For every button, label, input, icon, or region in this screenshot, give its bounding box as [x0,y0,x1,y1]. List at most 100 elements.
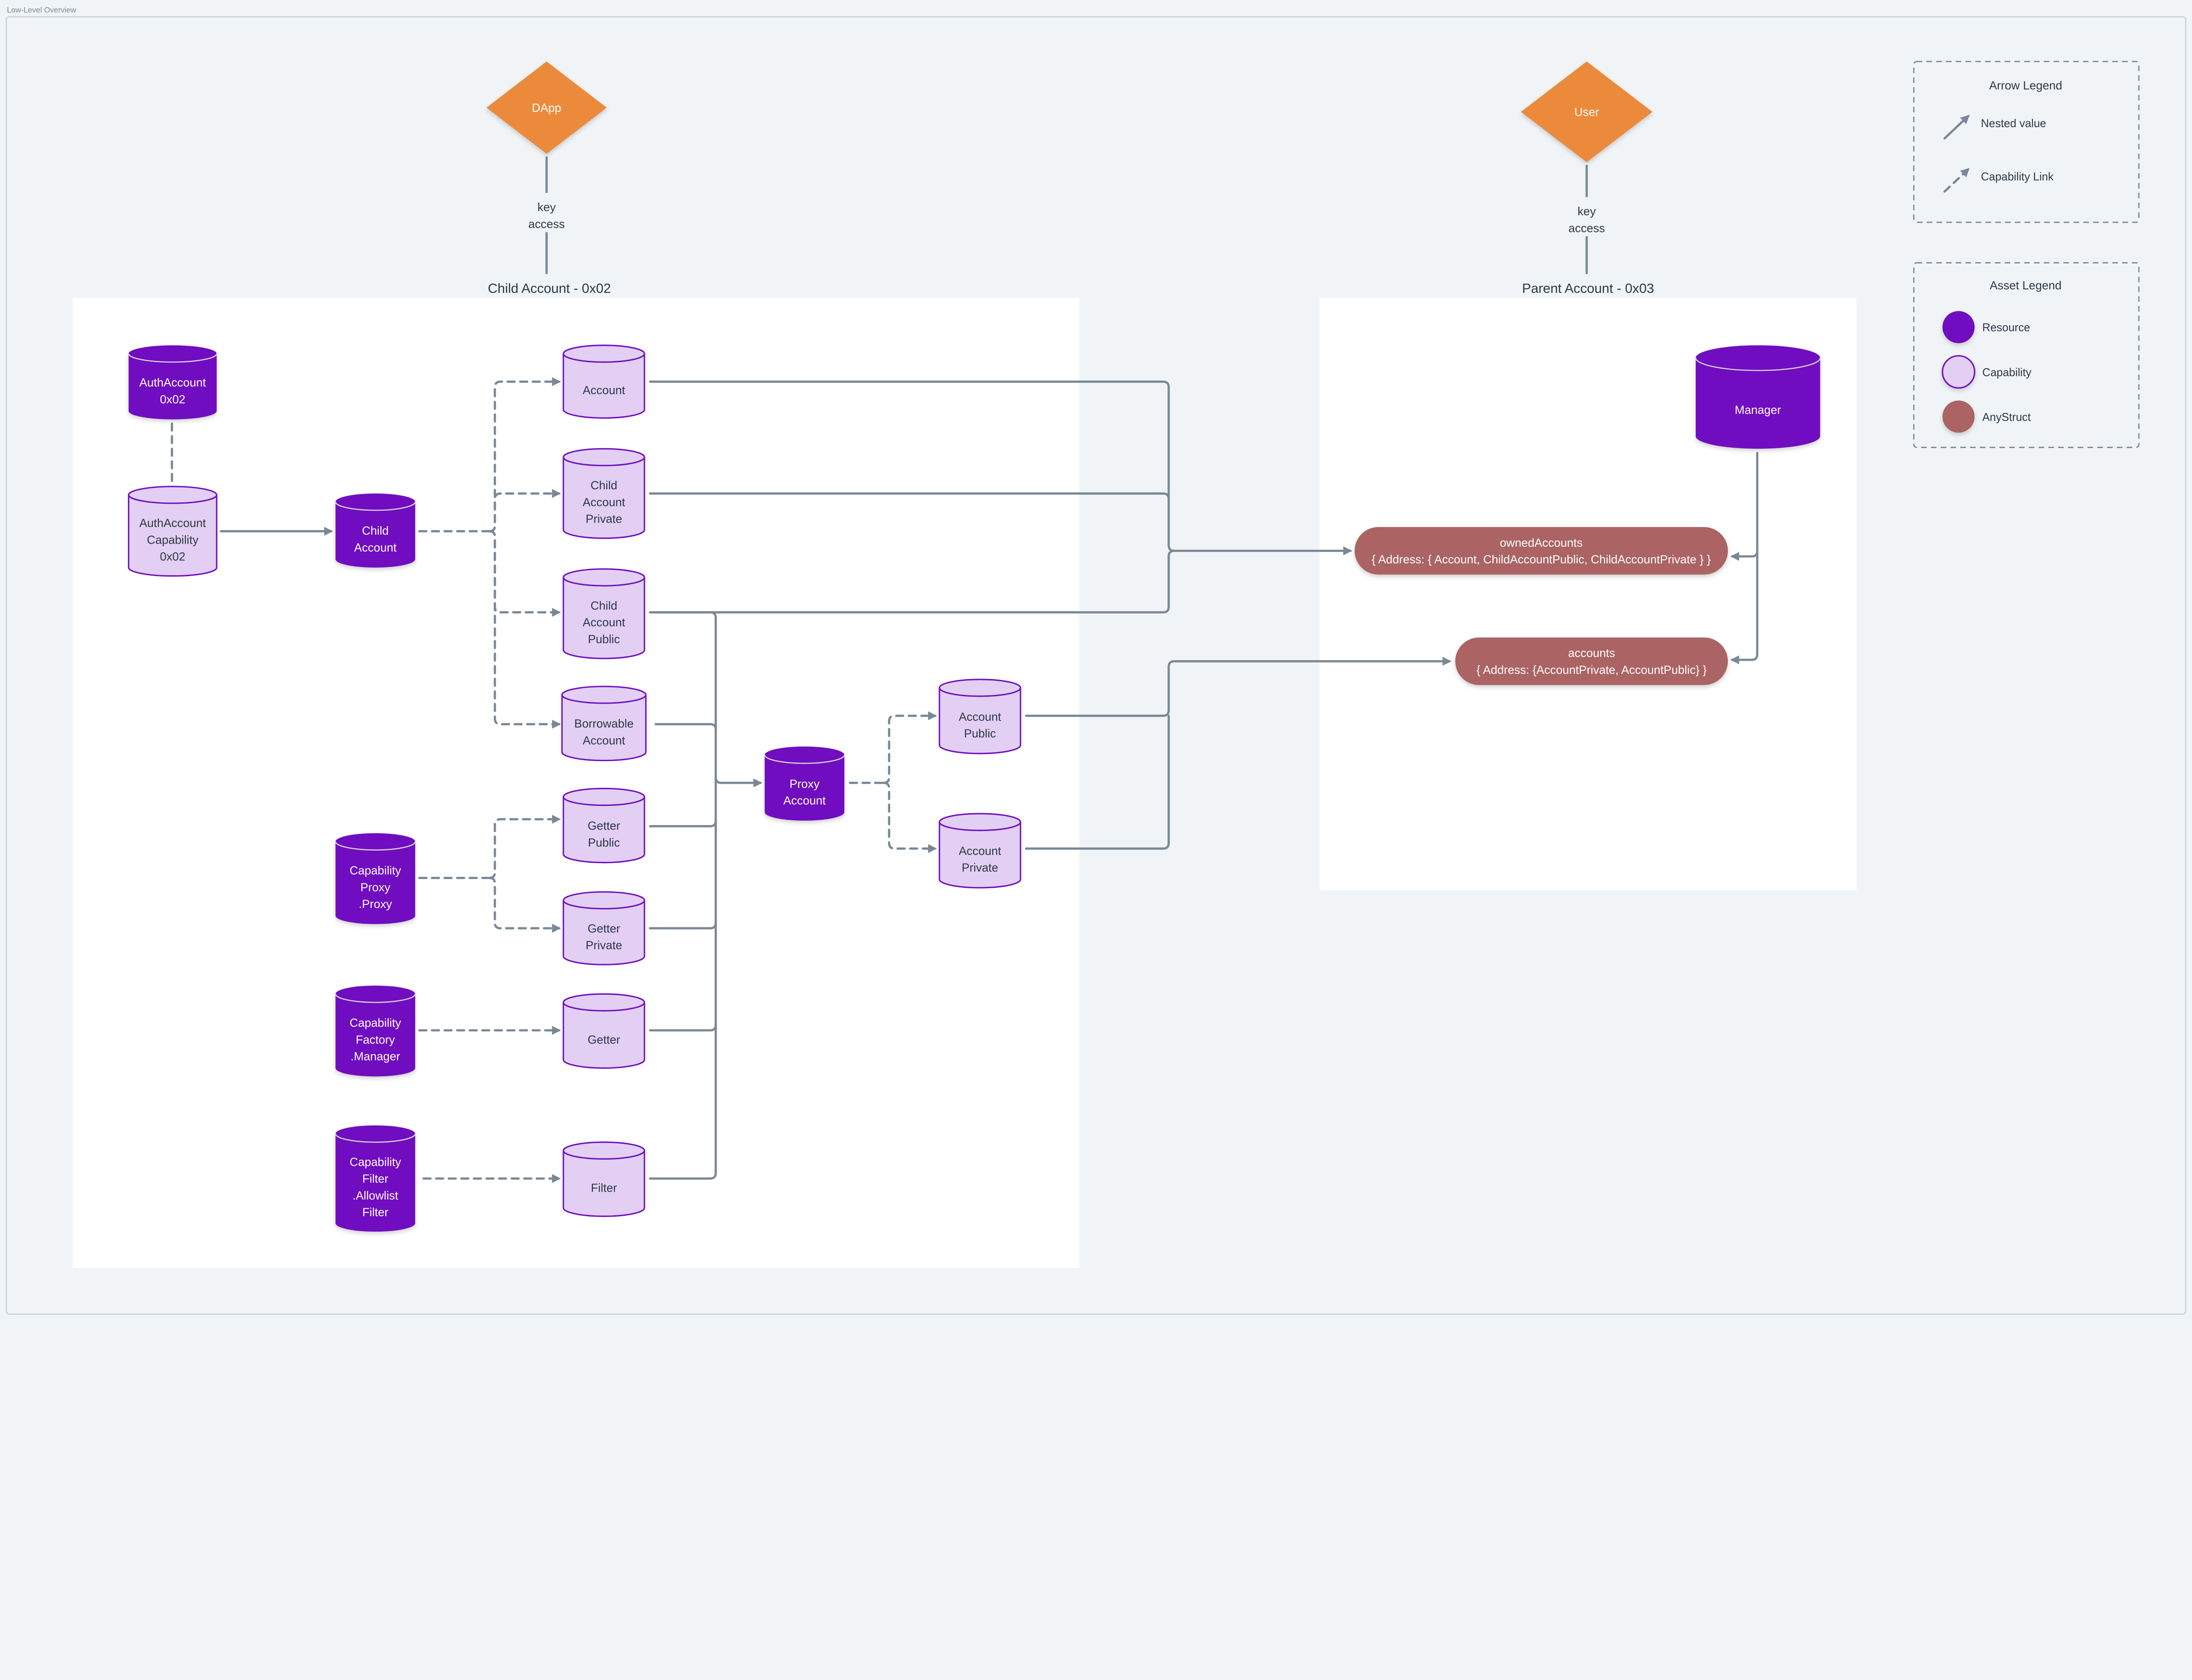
resource-cylinder [1695,345,1820,449]
node-label: Account [959,844,1001,858]
legend-title: Asset Legend [1990,279,2062,292]
capability-cylinder [128,486,217,577]
nested-value-link [654,723,717,731]
legend-label: AnyStruct [1982,411,2031,424]
node-label: Filter [362,1172,388,1185]
legend-swatch-resource [1942,311,1975,343]
node-filter[interactable]: Filter [562,1141,645,1217]
cylinder-rim [562,577,645,587]
node-label: Account [583,734,625,747]
nested-value-link [649,549,1176,614]
node-label: Account [583,495,625,509]
nested-value-link [649,1023,717,1032]
capability-cylinder [562,345,645,419]
struct-accounts[interactable]: accounts { Address: {AccountPrivate, Acco… [1455,637,1728,685]
capability-cylinder [939,813,1021,889]
page-title: Low-Level Overview [7,6,76,14]
capability-link [882,782,937,853]
legend-title: Arrow Legend [1989,79,2062,92]
node-label: Filter [591,1181,617,1194]
legend-label: Capability [1982,367,2032,379]
node-childprivate[interactable]: ChildAccountPrivate [562,448,645,539]
legend-swatch-anystruct [1942,400,1975,433]
struct-name: accounts [1568,647,1615,660]
node-label: Public [588,836,620,849]
node-label: 0x02 [160,550,185,563]
nested-value-arrow [1025,657,1452,717]
node-childpublic[interactable]: ChildAccountPublic [562,568,645,659]
node-label: Getter [587,819,620,833]
actor-user[interactable]: User [1521,61,1653,162]
actor-label: DApp [532,101,561,114]
node-label: Manager [1735,403,1781,416]
node-accountpublic[interactable]: AccountPublic [939,679,1021,755]
cylinder-rim [562,1002,645,1012]
node-label: Private [586,939,622,952]
struct-type: { Address: { Account, ChildAccountPublic… [1372,553,1711,566]
container-child-account [72,298,1079,1268]
legend-box [1913,61,2140,223]
nested-value-arrow [1730,452,1758,665]
node-label: Capability [349,1155,401,1168]
nested-value-link [649,922,717,929]
capability-cylinder [562,787,645,864]
node-label: .Allowlist [352,1189,399,1202]
node-getter[interactable]: Getter [562,993,645,1069]
node-manager[interactable]: Manager [1695,345,1821,449]
cylinder-rim [128,353,217,363]
node-label: 0x02 [160,393,185,406]
node-accountprivate[interactable]: AccountPrivate [939,813,1021,889]
nested-value-link [1025,715,1170,850]
nested-value-link [649,611,717,1180]
cylinder-rim [335,502,416,511]
nested-value-arrow [715,776,762,787]
capability-cylinder [939,679,1021,755]
node-childaccount[interactable]: ChildAccount [335,493,416,568]
node-label: Getter [587,1033,620,1046]
legend-label: Resource [1982,322,2030,334]
struct-type: { Address: {AccountPrivate, AccountPubli… [1477,663,1707,676]
node-label: Public [964,727,996,740]
link-label: key [1577,205,1596,218]
node-label: Proxy [790,777,820,790]
node-label: Capability [349,1016,401,1029]
node-label: Filter [362,1206,388,1219]
cylinder-rim [939,687,1021,697]
cylinder-rim [335,994,416,1003]
node-label: Child [591,479,617,492]
node-label: Account [783,794,826,807]
anystruct-pill [1354,527,1728,575]
nested-value-link [649,819,717,828]
container-title: Parent Account - 0x03 [1522,281,1654,296]
actor-dapp[interactable]: DApp [486,61,607,154]
node-label: Child [362,524,389,537]
cylinder-rim [939,822,1021,831]
cylinder-rim [128,495,217,504]
capability-cylinder [562,448,645,539]
resource-cylinder [335,833,416,924]
legend-label: Nested value [1981,117,2046,130]
link-label: key [537,201,556,214]
node-label: Child [591,599,617,612]
node-label: Private [586,513,622,526]
diamond-shape [1521,61,1653,162]
cylinder-rim [561,694,647,704]
node-label: Account [354,541,397,554]
node-authaccount[interactable]: AuthAccount 0x02 [128,345,217,420]
struct-ownedaccounts[interactable]: ownedAccounts{ Address: { Account, Child… [1354,527,1728,575]
capability-cylinder [562,568,645,659]
legend-swatch-capability [1942,355,1975,389]
node-label: Factory [356,1033,395,1046]
node-account[interactable]: Account [562,345,645,419]
node-label: AuthAccount [139,376,206,389]
capability-cylinder [561,686,647,762]
